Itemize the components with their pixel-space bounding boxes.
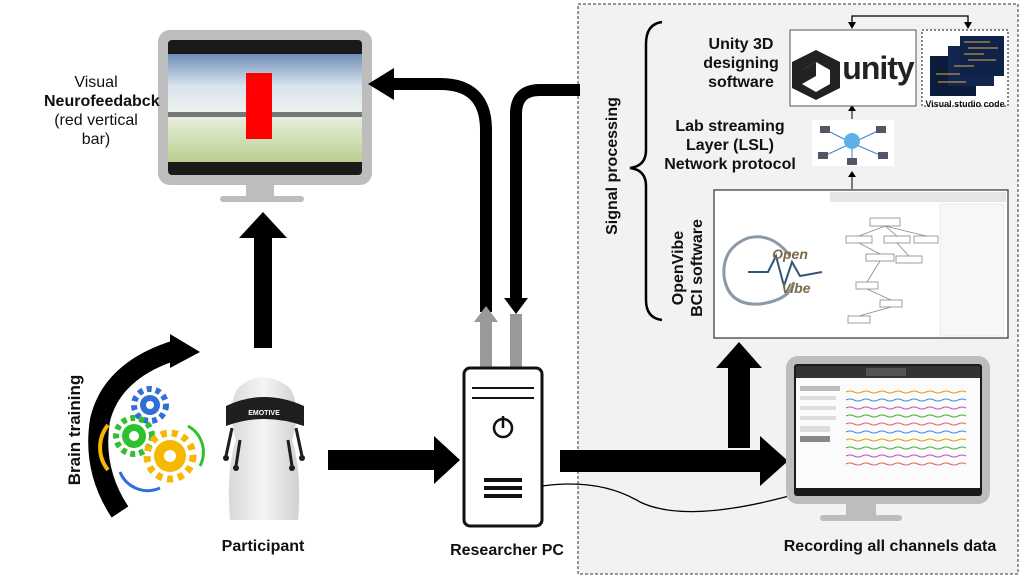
researcher-pc-label: Researcher PC	[450, 542, 564, 559]
monitor-label-line3: (red vertical bar)	[54, 111, 138, 148]
neurofeedback-monitor	[158, 30, 372, 202]
openvibe-screenshot	[713, 189, 1009, 339]
openvibe-label: OpenVibe BCI software	[670, 198, 708, 338]
unity-label-line1: Unity 3D	[708, 36, 774, 53]
unity-logo-text: unity	[842, 50, 914, 86]
unity-logo-box	[789, 29, 917, 107]
visual-studio-code-thumbnail	[921, 29, 1009, 107]
arrow-recording-to-openvibe	[716, 342, 762, 448]
unity-label: Unity 3D designing software	[694, 36, 788, 93]
lsl-label-line3: Network protocol	[664, 155, 796, 173]
arrow-pc-to-recording	[560, 436, 788, 486]
arrow-signal-to-pc	[504, 84, 580, 370]
lsl-label-line1: Lab streaming	[675, 118, 785, 135]
monitor-label-line2: Neurofeedabck	[44, 92, 160, 110]
recording-monitor	[786, 356, 990, 521]
brain-training-arrow	[88, 334, 200, 518]
openvibe-label-line2: BCI software	[688, 219, 706, 317]
arrow-lsl-to-unity	[848, 105, 856, 119]
participant-label: Participant	[221, 538, 305, 555]
participant-head	[223, 377, 305, 520]
monitor-label-line1: Visual	[74, 74, 118, 91]
lsl-label-line2: Layer (LSL)	[685, 136, 774, 154]
openvibe-label-line1: OpenVibe	[670, 230, 687, 306]
gears-icon	[98, 386, 205, 493]
recording-label: Recording all channels data	[783, 538, 997, 555]
arrow-pc-out-gray	[474, 306, 498, 370]
arrow-participant-to-pc	[328, 436, 460, 484]
signal-processing-label: Signal processing	[604, 97, 621, 235]
headset-brand-text: EMOTIVE	[248, 410, 280, 417]
signal-processing-brace	[629, 20, 663, 322]
visual-studio-label: Visual studio code	[925, 99, 1005, 109]
openvibe-logo-word1: Open	[772, 246, 808, 262]
cable-line	[541, 483, 811, 513]
network-icon	[812, 120, 894, 166]
unity-label-line3: software	[708, 73, 774, 91]
arrow-pc-to-monitor	[368, 68, 492, 312]
brain-training-label: Brain training	[65, 374, 84, 486]
unity-vscode-link-arrow	[848, 15, 972, 29]
openvibe-logo-word2: Vibe	[781, 280, 811, 296]
researcher-pc-icon	[462, 366, 544, 528]
unity-label-line2: designing	[703, 54, 779, 72]
arrow-openvibe-to-lsl	[848, 171, 856, 189]
lsl-label: Lab streaming Layer (LSL) Network protoc…	[650, 118, 810, 175]
red-vertical-bar	[246, 73, 272, 139]
monitor-label: Visual Neurofeedabck (red vertical bar)	[44, 74, 160, 150]
arrow-participant-to-monitor	[239, 212, 287, 348]
